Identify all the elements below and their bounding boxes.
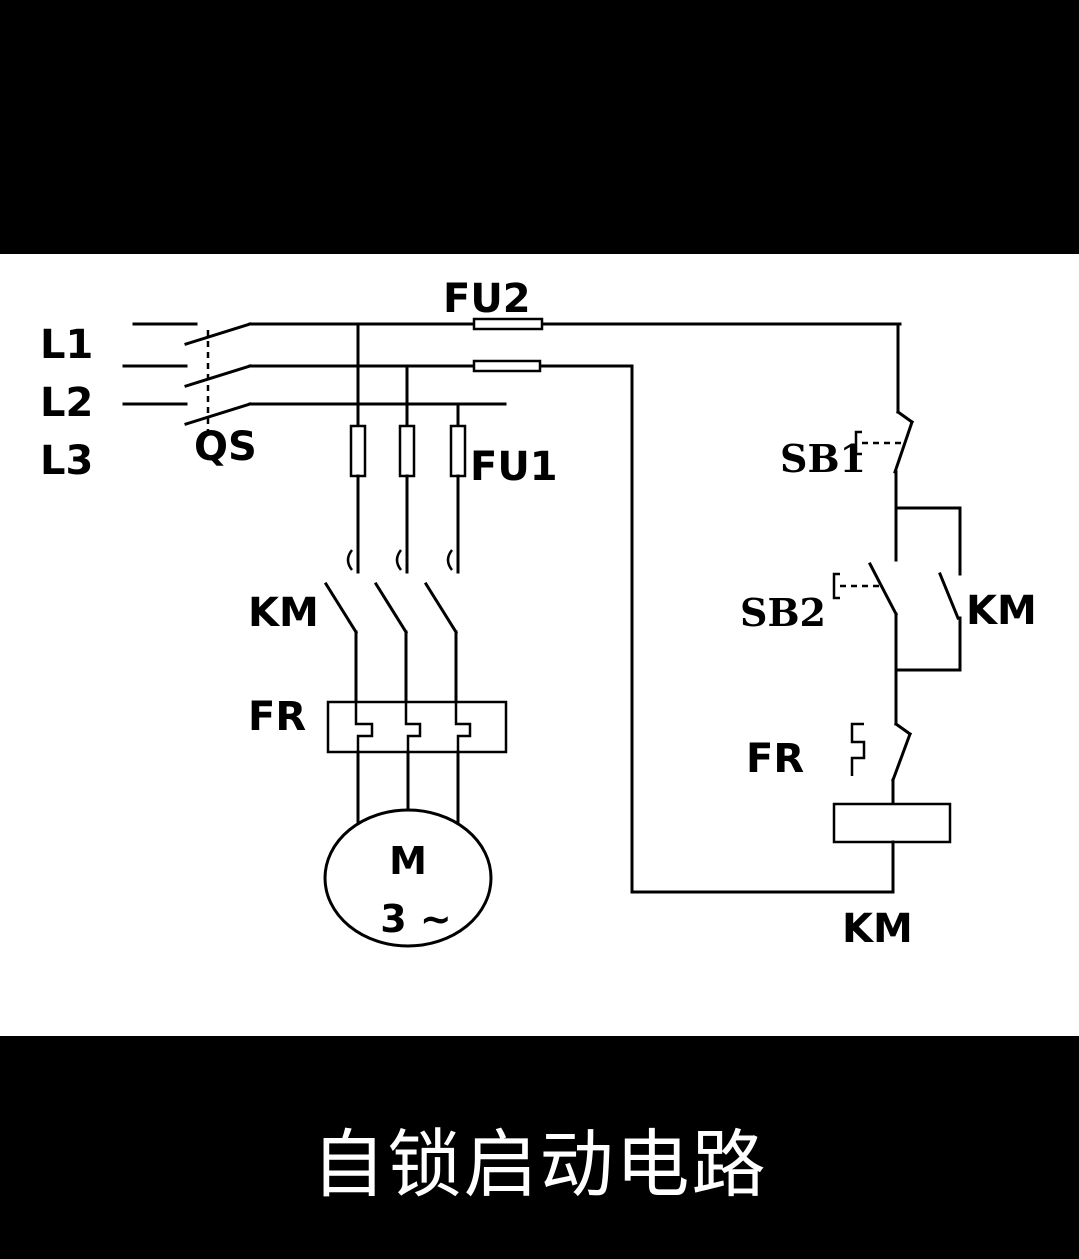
bottom-letterbox [0,1036,1079,1259]
label-fr-ctrl: FR [746,736,804,782]
label-fu1: FU1 [470,444,558,490]
label-km-coil: KM [842,906,913,952]
label-km-main: KM [248,590,319,636]
label-fu2: FU2 [443,276,531,322]
label-sb1: SB1 [780,436,866,481]
supply-lines [122,322,902,434]
label-motor-m: M [389,839,427,883]
label-sb2: SB2 [740,590,826,635]
label-l1: L1 [40,322,93,368]
control-circuit [630,322,962,894]
circuit-diagram: L1 L2 L3 QS FU2 FU1 KM FR M 3 ~ SB1 SB2 … [40,276,1037,952]
fu2-fuses [472,317,544,373]
label-l3: L3 [40,438,93,484]
label-l2: L2 [40,380,93,426]
top-letterbox [0,0,1079,254]
main-power-circuit [323,322,508,948]
label-motor-phase: 3 ~ [380,897,452,941]
video-caption: 自锁启动电路 [311,1122,768,1208]
label-km-aux: KM [966,588,1037,634]
label-qs: QS [194,424,257,470]
circuit-diagram-panel: L1 L2 L3 QS FU2 FU1 KM FR M 3 ~ SB1 SB2 … [0,254,1079,1036]
label-fr-main: FR [248,694,306,740]
